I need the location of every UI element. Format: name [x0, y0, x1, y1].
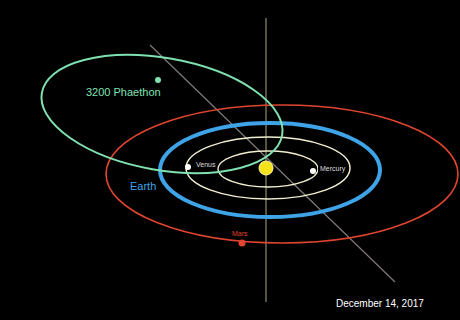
asteroid-label: 3200 Phaethon	[84, 86, 163, 99]
planet-label: Mars	[230, 230, 250, 238]
sun	[259, 161, 273, 175]
venus-orbit	[186, 137, 350, 199]
mars-dot	[239, 240, 246, 247]
node-line	[150, 45, 395, 282]
venus-dot	[185, 164, 191, 170]
phaethon-orbit	[32, 38, 292, 191]
mercury-dot	[310, 168, 316, 174]
planet-label: Earth	[128, 180, 158, 193]
planet-label: Venus	[194, 161, 217, 169]
phaethon-dot	[155, 77, 161, 83]
date-label: December 14, 2017	[334, 298, 426, 310]
axis-line	[266, 18, 267, 302]
earth-orbit	[160, 123, 380, 217]
planet-label: Mercury	[318, 165, 347, 173]
